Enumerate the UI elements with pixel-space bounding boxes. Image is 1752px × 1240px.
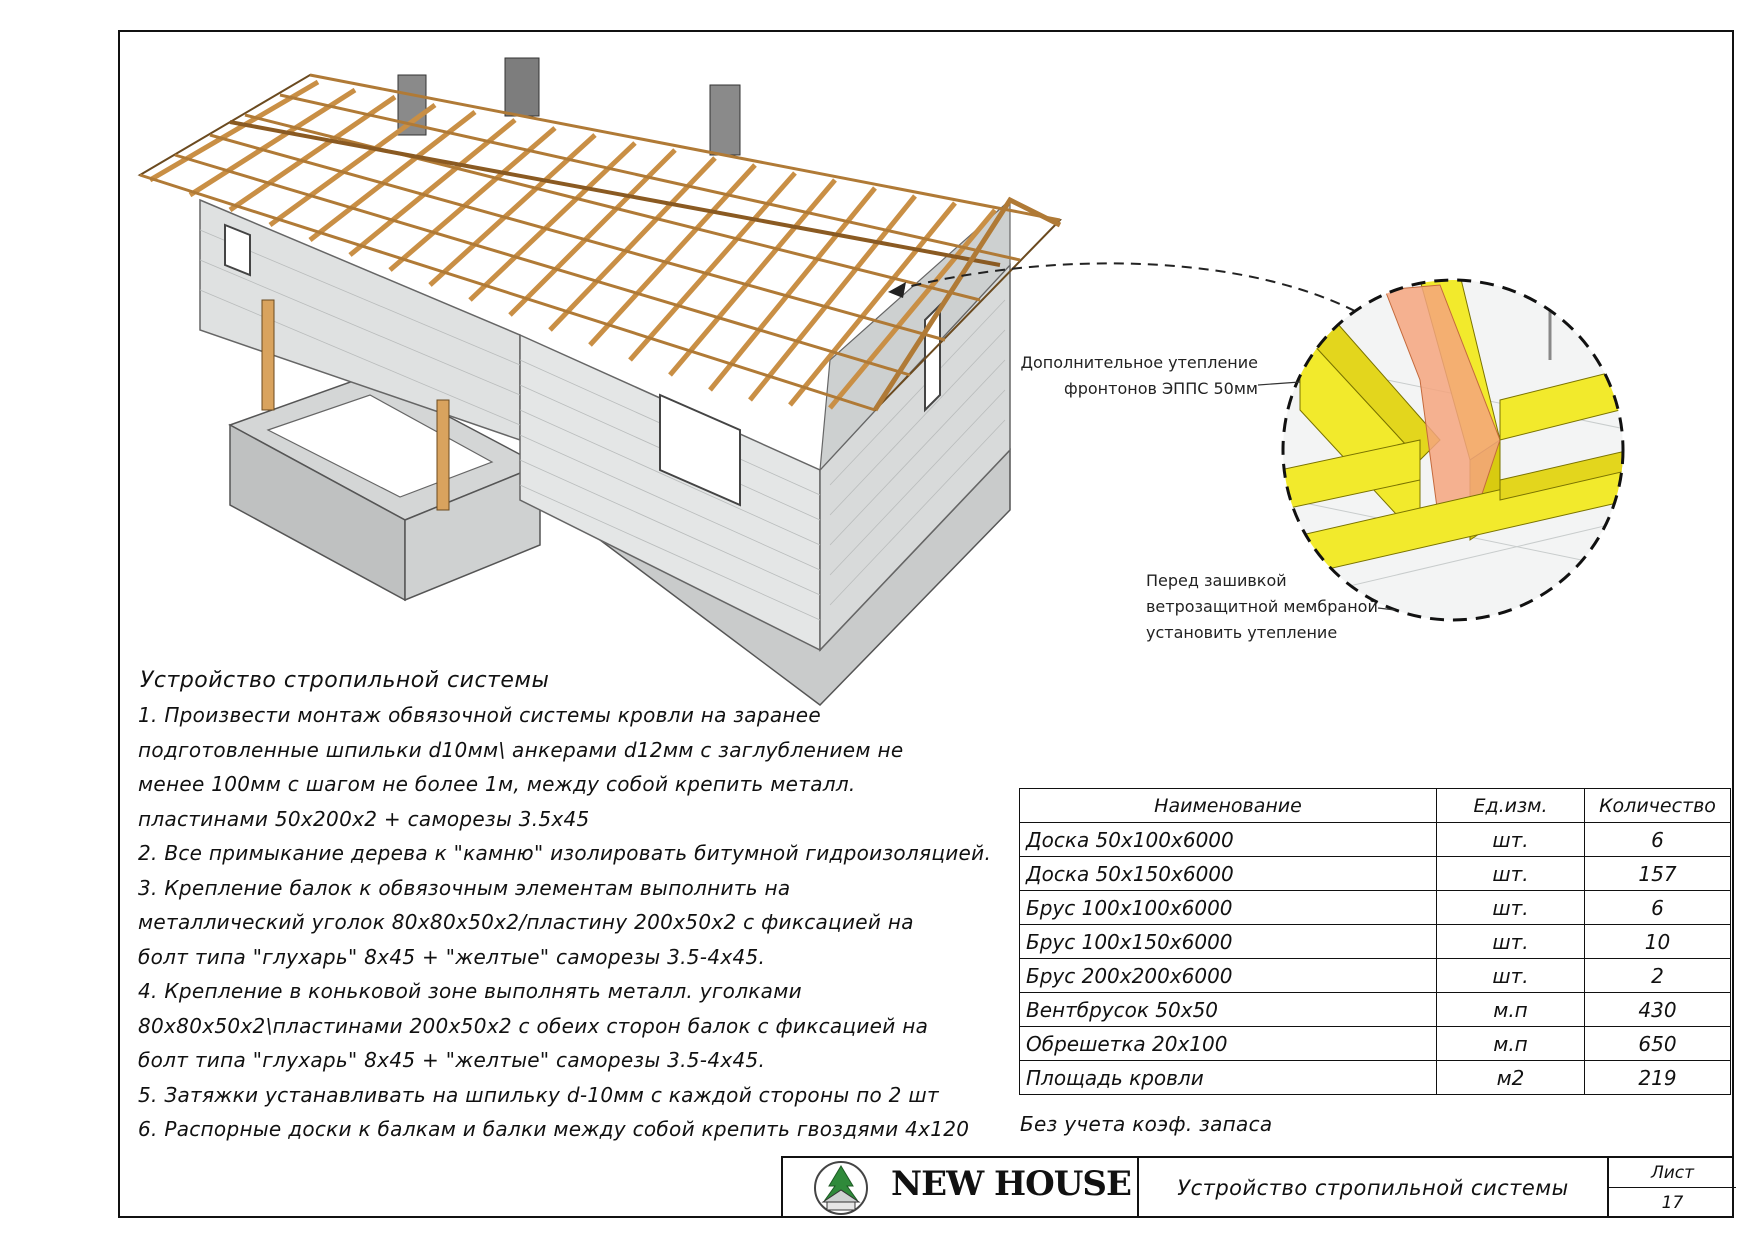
chimney-2 [504, 57, 540, 117]
house-illustration [137, 57, 1063, 706]
note-line: 6. Распорные доски к балкам и балки межд… [138, 1117, 970, 1141]
column-header-qty: Количество [1584, 788, 1731, 823]
notes-heading: Устройство стропильной системы [140, 668, 550, 693]
title-block: NEW HOUSE Устройство стропильной системы… [781, 1156, 1736, 1218]
cell-name: Доска 50х150х6000 [1019, 856, 1437, 891]
table-footnote: Без учета коэф. запаса [1020, 1112, 1273, 1136]
cell-name: Вентбрусок 50х50 [1019, 992, 1437, 1027]
column-header-name: Наименование [1019, 788, 1437, 823]
callout-line: фронтонов ЭППС 50мм [1064, 379, 1258, 398]
cell-unit: м2 [1436, 1060, 1585, 1095]
cell-unit: шт. [1436, 822, 1585, 857]
note-line: металлический уголок 80х80х50х2/пластину… [138, 910, 914, 934]
cell-name: Брус 100х150х6000 [1019, 924, 1437, 959]
window-left [224, 223, 251, 277]
cell-qty: 650 [1584, 1026, 1731, 1061]
callout-before-membrane: Перед зашивкой ветрозащитной мембраной у… [1146, 568, 1378, 646]
terrace-foundation-inner [266, 394, 494, 498]
drawing-frame [118, 30, 1734, 1218]
leader-membrane [1377, 607, 1396, 611]
terrace-foundation-right [404, 463, 541, 602]
callout-extra-insulation: Дополнительное утепление фронтонов ЭППС … [1018, 350, 1259, 402]
callout-line: Дополнительное утепление [1020, 353, 1259, 372]
note-line: 3. Крепление балок к обвязочным элемента… [138, 875, 791, 900]
cell-unit: шт. [1436, 924, 1585, 959]
cell-qty: 219 [1584, 1060, 1731, 1095]
note-line: подготовленные шпильки d10мм\ анкерами d… [138, 737, 904, 762]
leader-eps [1257, 381, 1301, 386]
ridge-beam [229, 120, 1001, 267]
cell-qty: 157 [1584, 856, 1731, 891]
note-line: болт типа "глухарь" 8х45 + "желтые" само… [138, 1048, 766, 1072]
chimney-3 [709, 84, 741, 156]
column-header-unit: Ед.изм. [1436, 788, 1585, 823]
note-line: болт типа "глухарь" 8х45 + "желтые" само… [138, 944, 766, 969]
note-line: 1. Произвести монтаж обвязочной системы … [138, 703, 821, 727]
cell-unit: м.п [1436, 1026, 1585, 1061]
callout-line: ветрозащитной мембраной [1146, 597, 1378, 616]
cell-qty: 2 [1584, 958, 1731, 993]
gable-trim [872, 196, 1062, 412]
cell-name: Обрешетка 20х100 [1019, 1026, 1437, 1061]
sheet-label: Лист [1609, 1158, 1736, 1188]
cell-unit: шт. [1436, 958, 1585, 993]
note-line: 80х80х50х2\пластинами 200х50х2 с обеих с… [138, 1013, 929, 1038]
title-block-title: Устройство стропильной системы [1139, 1158, 1609, 1218]
materials-table: Наименование Ед.изм. Количество Доска 50… [1019, 788, 1731, 1095]
cell-unit: шт. [1436, 890, 1585, 925]
notes-list: 1. Произвести монтаж обвязочной системы … [138, 698, 1018, 1147]
title-block-logo-cell: NEW HOUSE [783, 1158, 1139, 1218]
arrow-head-left [888, 282, 906, 298]
callout-line: установить утепление [1146, 623, 1338, 642]
window-right [924, 302, 941, 413]
note-line: пластинами 50х200х2 + саморезы 3.5х45 [138, 806, 590, 831]
note-line: 4. Крепление в коньковой зоне выполнять … [138, 979, 802, 1003]
cell-name: Доска 50х100х6000 [1019, 822, 1437, 857]
cell-unit: шт. [1436, 856, 1585, 891]
cell-qty: 430 [1584, 992, 1731, 1027]
brand-name: NEW HOUSE [891, 1164, 1132, 1204]
terrace-post-2 [436, 399, 450, 511]
callout-line: Перед зашивкой [1146, 571, 1287, 590]
detail-illustration [1283, 280, 1623, 620]
callout-arrow [894, 262, 1381, 326]
cell-qty: 6 [1584, 890, 1731, 925]
roof-battens [139, 73, 1061, 412]
cell-unit: м.п [1436, 992, 1585, 1027]
table-header-row: Наименование Ед.изм. Количество [1019, 788, 1731, 823]
cell-qty: 6 [1584, 822, 1731, 857]
terrace-post-1 [261, 299, 275, 411]
cell-qty: 10 [1584, 924, 1731, 959]
house-tree-logo-icon [814, 1161, 868, 1215]
detail-circle [1281, 278, 1625, 622]
note-line: 5. Затяжки устанавливать на шпильку d-10… [138, 1082, 939, 1107]
cell-name: Брус 100х100х6000 [1019, 890, 1437, 925]
window-front-1 [659, 393, 741, 507]
sheet-number: 17 [1661, 1193, 1684, 1213]
cell-name: Площадь кровли [1019, 1060, 1437, 1095]
note-line: 2. Все примыкание дерева к "камню" изоли… [138, 841, 992, 865]
note-line: менее 100мм с шагом не более 1м, между с… [138, 772, 856, 796]
cell-name: Брус 200х200х6000 [1019, 958, 1437, 993]
